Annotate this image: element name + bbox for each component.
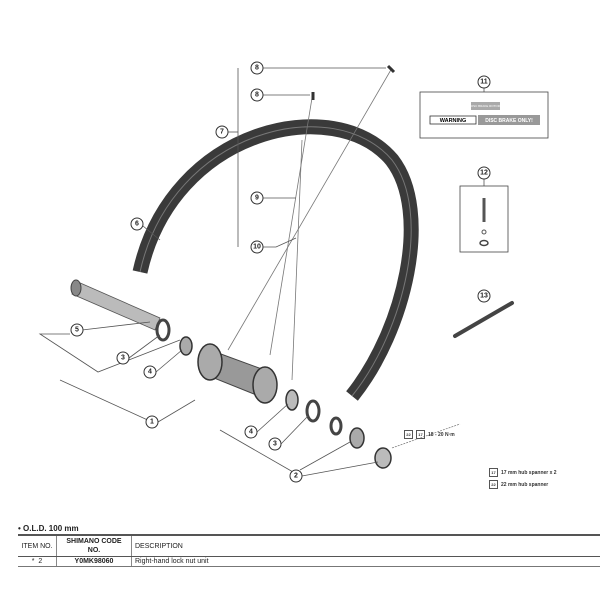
- callout-7: 7: [215, 125, 229, 139]
- callout-5: 5: [70, 323, 84, 337]
- svg-text:6: 6: [135, 221, 139, 228]
- torque-spec: 22 17 18 - 20 N·m: [404, 430, 455, 439]
- svg-text:8: 8: [255, 92, 259, 99]
- tool-text: 17 mm hub spanner x 2: [501, 469, 557, 476]
- description: Right-hand lock nut unit: [131, 556, 600, 567]
- svg-text:10: 10: [253, 244, 261, 251]
- callout-3b: 3: [268, 437, 282, 451]
- svg-text:5: 5: [75, 327, 79, 334]
- old-spec: • O.L.D. 100 mm: [18, 524, 79, 533]
- parts-table-section: • O.L.D. 100 mm ITEM NO. SHIMANO CODE NO…: [18, 524, 600, 567]
- leader-lines: [38, 67, 485, 477]
- callout-2: 2: [289, 469, 303, 483]
- warning-label-item: DISC BRAKE ROTOR WARNING DISC BRAKE ONLY…: [419, 91, 549, 139]
- callout-8b: 8: [250, 88, 264, 102]
- svg-text:8: 8: [255, 65, 259, 72]
- washer: [305, 399, 321, 423]
- lock-nut: [349, 427, 365, 449]
- rim: [132, 119, 419, 401]
- callout-1: 1: [145, 415, 159, 429]
- spanner-icon: 17: [489, 468, 498, 477]
- washer: [155, 318, 171, 342]
- svg-text:7: 7: [220, 129, 224, 136]
- callout-11: 11: [477, 75, 491, 89]
- washer: [329, 416, 343, 436]
- valve-parts: [459, 185, 509, 253]
- svg-text:WARNING: WARNING: [440, 118, 467, 124]
- svg-text:1: 1: [150, 419, 154, 426]
- callout-4b: 4: [244, 425, 258, 439]
- svg-text:DISC BRAKE ONLY!: DISC BRAKE ONLY!: [485, 118, 533, 124]
- callout-10: 10: [250, 240, 264, 254]
- lock-nut: [179, 336, 193, 356]
- spoke-wrench: [453, 301, 514, 338]
- header-code: SHIMANO CODE NO.: [56, 534, 132, 557]
- tool-note-22: 22 22 mm hub spanner: [489, 480, 548, 489]
- svg-text:11: 11: [480, 79, 488, 86]
- callout-3a: 3: [116, 351, 130, 365]
- lock-nut: [374, 447, 392, 469]
- svg-text:13: 13: [480, 293, 488, 300]
- torque-value: 18 - 20 N·m: [428, 431, 455, 438]
- callout-8a: 8: [250, 61, 264, 75]
- svg-text:2: 2: [294, 473, 298, 480]
- svg-text:12: 12: [480, 170, 488, 177]
- callouts: 8 8 7 9 10 6 5 3 4 1 4 3 2 11 12 13: [70, 61, 491, 483]
- exploded-wheel-diagram: DISC BRAKE ROTOR WARNING DISC BRAKE ONLY…: [38, 61, 549, 483]
- parts-table: ITEM NO. SHIMANO CODE NO. DESCRIPTION * …: [18, 534, 600, 567]
- header-description: DESCRIPTION: [131, 534, 600, 557]
- table-row: * 2 Y0MK98060 Right-hand lock nut unit: [18, 556, 600, 567]
- svg-text:4: 4: [249, 429, 253, 436]
- hub-body: [197, 343, 278, 404]
- tool-text: 22 mm hub spanner: [501, 481, 549, 488]
- header-item: ITEM NO.: [18, 534, 57, 557]
- spanner-icon: 17: [416, 430, 425, 439]
- spoke-nipple: [386, 64, 396, 74]
- callout-12: 12: [477, 166, 491, 180]
- item-no: * 2: [18, 556, 57, 567]
- spanner-icon: 22: [404, 430, 413, 439]
- svg-text:3: 3: [121, 355, 125, 362]
- code-no: Y0MK98060: [56, 556, 132, 567]
- callout-9: 9: [250, 191, 264, 205]
- svg-text:4: 4: [148, 369, 152, 376]
- spokes: [227, 67, 393, 381]
- svg-text:DISC BRAKE ROTOR: DISC BRAKE ROTOR: [470, 104, 501, 108]
- callout-6: 6: [130, 217, 144, 231]
- svg-text:3: 3: [273, 441, 277, 448]
- svg-text:9: 9: [255, 195, 259, 202]
- axle: [70, 279, 161, 331]
- callout-13: 13: [477, 289, 491, 303]
- bearing: [285, 389, 299, 411]
- callout-4a: 4: [143, 365, 157, 379]
- tool-note-17: 17 17 mm hub spanner x 2: [489, 468, 557, 477]
- spanner-icon: 22: [489, 480, 498, 489]
